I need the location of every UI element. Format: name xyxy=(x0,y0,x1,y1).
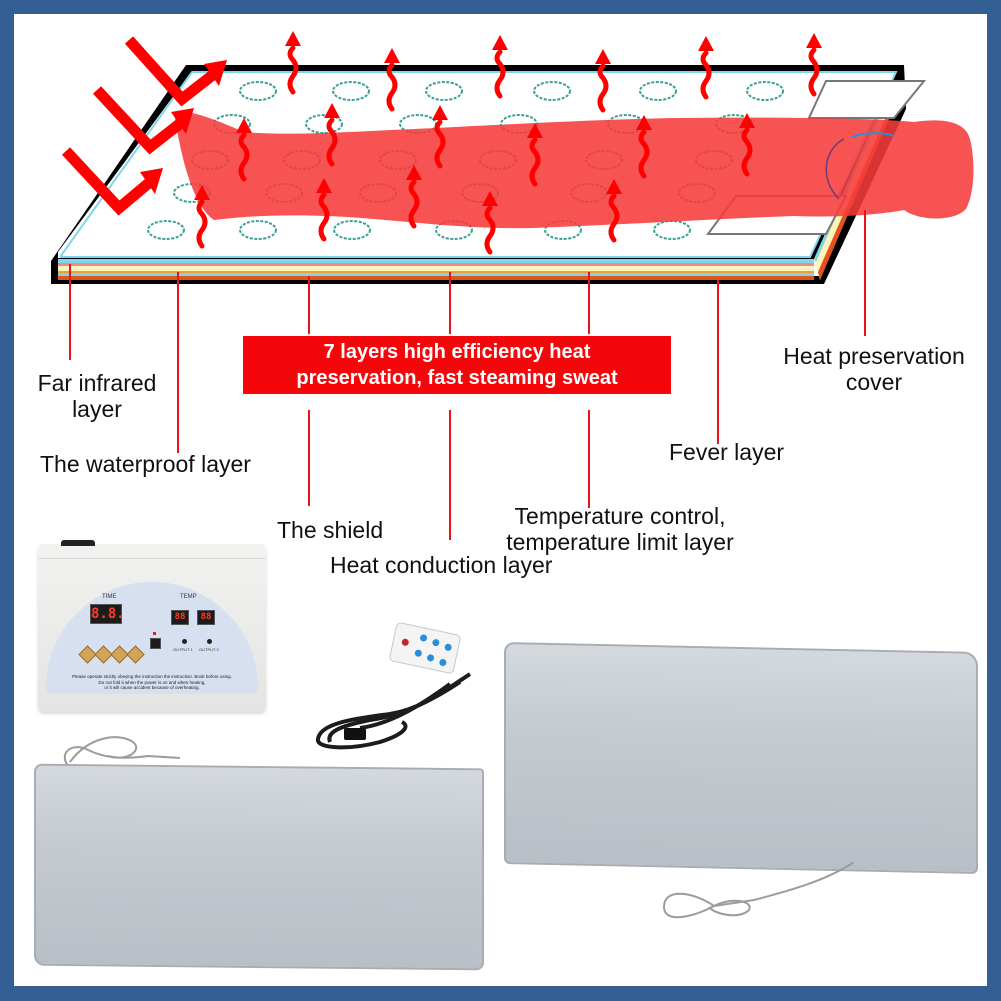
label-waterproof-layer: The waterproof layer xyxy=(40,451,251,477)
leader-temperature-top xyxy=(588,272,590,334)
output-1-label: OUTPUT 1 xyxy=(173,647,193,652)
sauna-blanket-right xyxy=(504,642,978,874)
layer-strip-red xyxy=(58,276,814,280)
label-fever-layer: Fever layer xyxy=(669,439,785,465)
body-silhouette xyxy=(174,111,974,229)
feature-banner: 7 layers high efficiency heat preservati… xyxy=(243,336,671,394)
leader-shield-bottom xyxy=(308,410,310,506)
leader-heat-conduction-top xyxy=(449,272,451,334)
leader-fever xyxy=(717,280,719,444)
time-label: TIME xyxy=(102,594,117,600)
power-cord xyxy=(316,672,472,750)
output-2-jack[interactable] xyxy=(207,639,212,644)
layer-strip-blue xyxy=(58,259,814,263)
leader-heat-preservation xyxy=(864,210,866,336)
remote-button[interactable] xyxy=(431,638,441,647)
output-1-jack[interactable] xyxy=(182,639,187,644)
controller-handle xyxy=(61,540,95,546)
cable-left xyxy=(63,736,181,767)
banner-line-2: preservation, fast steaming sweat xyxy=(296,367,618,389)
heat-rise-arrows xyxy=(196,45,820,255)
power-button[interactable] xyxy=(126,645,145,664)
layered-mat-diagram xyxy=(51,31,974,284)
label-heat-conduction-layer: Heat conduction layer xyxy=(330,552,553,578)
controller-panel: TIME TEMP 8.8. 88 88 OUTPUT 1 OUTPUT 2 P… xyxy=(46,582,258,694)
cable-right xyxy=(662,862,854,919)
sauna-blanket-left xyxy=(34,763,484,971)
infographic-canvas: 7 layers high efficiency heat preservati… xyxy=(14,14,987,986)
temp-display-1: 88 xyxy=(171,610,189,625)
output-2-label: OUTPUT 2 xyxy=(199,647,219,652)
layer-strip-pink xyxy=(58,263,814,266)
leader-far-infrared xyxy=(69,264,71,360)
leader-heat-conduction-bottom xyxy=(449,410,451,540)
time-display: 8.8. xyxy=(90,604,125,624)
remote-button[interactable] xyxy=(419,633,428,643)
warning-text: Please operate strictly obeying the inst… xyxy=(72,674,232,690)
remote-button[interactable] xyxy=(444,643,453,652)
power-indicator-icon xyxy=(153,632,156,635)
label-temperature-control-layer: Temperature control, temperature limit l… xyxy=(506,503,734,555)
layer-strip-orange xyxy=(58,271,814,273)
infrared-entry-arrows xyxy=(61,36,218,216)
label-heat-preservation-cover: Heat preservation cover xyxy=(783,343,965,395)
power-switch[interactable] xyxy=(150,638,161,649)
leader-waterproof xyxy=(177,272,179,453)
layer-strip-cyan xyxy=(58,273,814,276)
temp-label: TEMP xyxy=(180,594,197,600)
control-box: TIME TEMP 8.8. 88 88 OUTPUT 1 OUTPUT 2 P… xyxy=(38,540,266,712)
layer-strip-yellow xyxy=(58,266,814,271)
leader-temperature-bottom xyxy=(588,410,590,508)
label-shield: The shield xyxy=(277,517,384,543)
label-far-infrared-layer: Far infrared layer xyxy=(37,370,157,422)
controller-top-edge xyxy=(38,544,266,559)
banner-line-1: 7 layers high efficiency heat xyxy=(323,341,591,363)
remote-power-button[interactable] xyxy=(401,638,410,647)
leader-shield-top xyxy=(308,276,310,334)
temp-display-2: 88 xyxy=(197,610,215,625)
